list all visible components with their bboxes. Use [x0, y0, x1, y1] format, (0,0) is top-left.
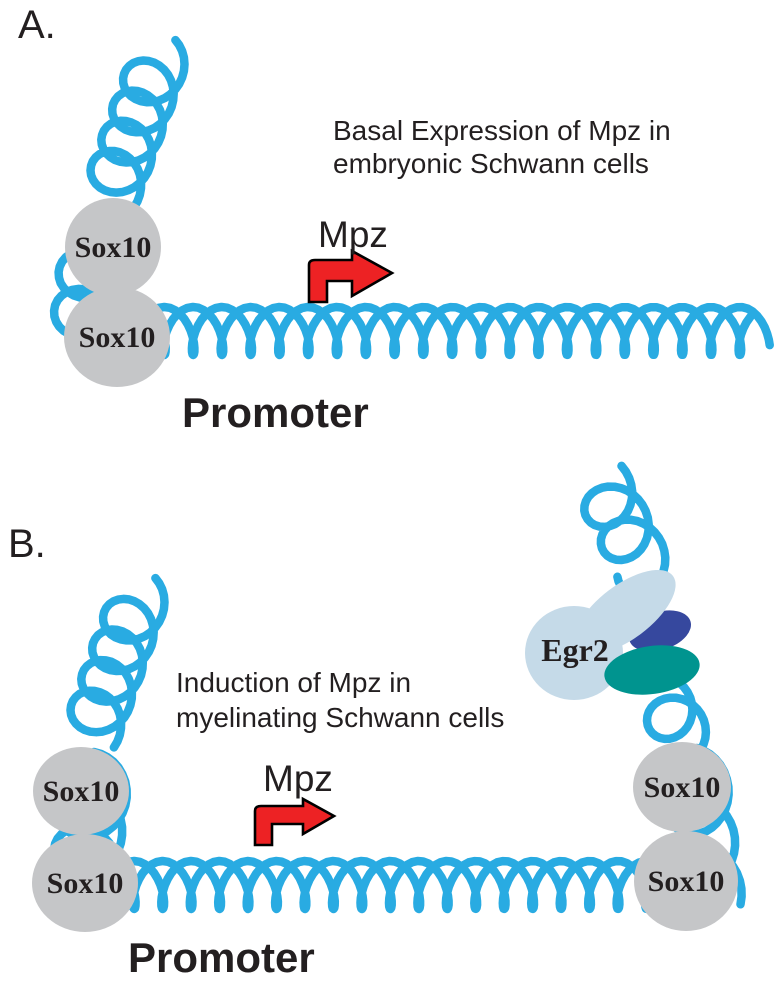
panel-a: Sox10 Sox10 A. Basal Expression of Mpz i… [18, 3, 774, 436]
sox10-left-top-circle-b [33, 747, 129, 835]
sox10-right-top-label-b: Sox10 [644, 771, 721, 804]
mpz-gene-label-b: Mpz [263, 758, 333, 799]
cofactor-teal-ellipse [604, 645, 700, 695]
sox10-left-top-label-b: Sox10 [43, 775, 120, 808]
dna-helix-strand1-b [127, 856, 653, 914]
dna-coil-above-egr2 [580, 461, 670, 598]
panel-b-label: B. [8, 522, 46, 566]
promoter-label-b: Promoter [128, 934, 315, 981]
sox10-top-label-a: Sox10 [75, 231, 152, 264]
panel-a-description-line2: embryonic Schwann cells [333, 148, 649, 179]
panel-b: Egr2 Sox10 Sox10 Sox10 Sox10 B. Inductio… [8, 461, 746, 981]
sox10-left-bottom-label-b: Sox10 [47, 867, 124, 900]
sox10-bottom-circle-a [64, 287, 170, 387]
dna-coil-upper-a [86, 35, 189, 212]
sox10-right-bottom-label-b: Sox10 [648, 865, 725, 898]
egr2-circle [525, 606, 623, 700]
dna-helix-strand2-a [133, 302, 774, 360]
panel-a-label: A. [18, 3, 56, 47]
dna-coil-upper-left-b [66, 573, 169, 752]
sox10-left-bottom-circle-b [32, 834, 138, 932]
dna-helix-strand2-b [103, 856, 669, 914]
mpz-gene-label-a: Mpz [318, 214, 388, 255]
sox10-top-circle-a [65, 198, 161, 296]
transcription-arrow-icon-a [307, 248, 395, 304]
sox10-right-bottom-circle-b [634, 831, 738, 931]
panel-b-description-line2: myelinating Schwann cells [176, 702, 504, 733]
egr2-label: Egr2 [541, 632, 609, 668]
panel-a-description-line1: Basal Expression of Mpz in [333, 115, 671, 146]
promoter-label-a: Promoter [182, 389, 369, 436]
sox10-bottom-label-a: Sox10 [79, 321, 156, 354]
sox10-right-top-circle-b [633, 742, 731, 832]
transcription-arrow-icon-b [253, 796, 337, 847]
dna-helix-strand1-a [157, 302, 755, 360]
panel-b-description-line1: Induction of Mpz in [176, 667, 411, 698]
